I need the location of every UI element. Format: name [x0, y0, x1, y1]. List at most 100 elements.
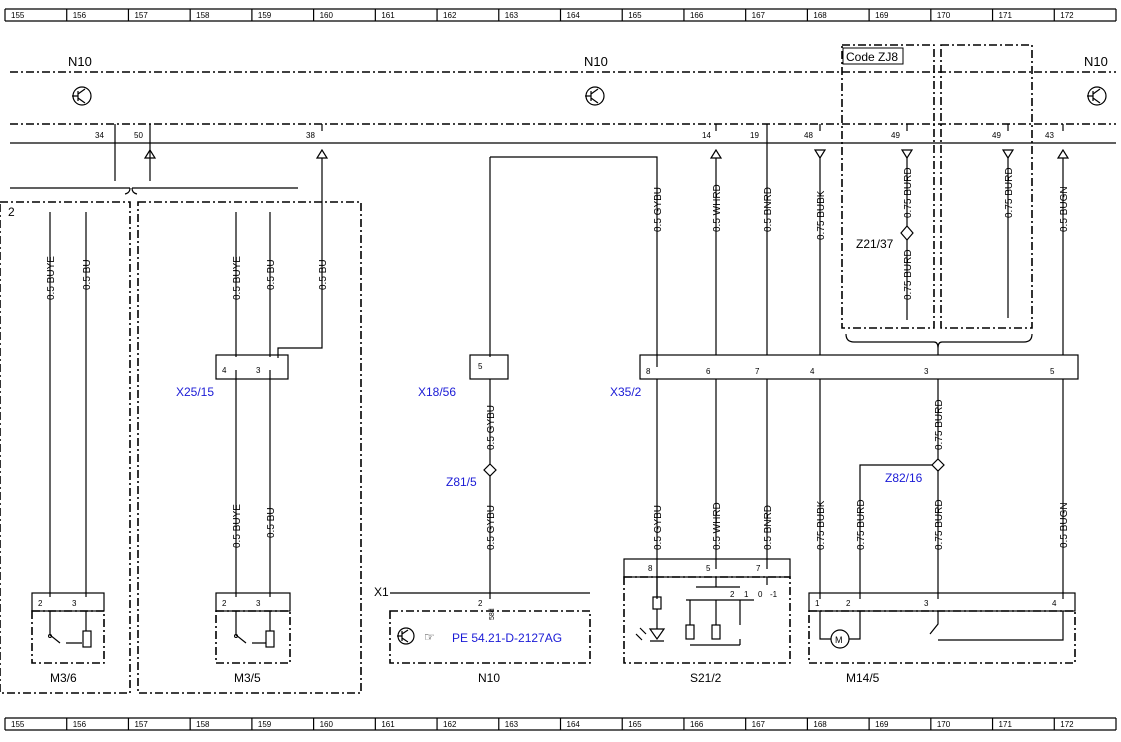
grid-number: 160 [320, 720, 334, 729]
grid-number: 169 [875, 720, 889, 729]
grid-number: 170 [937, 720, 951, 729]
connector-pin: 7 [755, 367, 760, 376]
bus-pin: 19 [750, 131, 759, 140]
control-unit-icon [585, 86, 605, 106]
component-pin: 3 [924, 599, 929, 608]
switch-position: -1 [770, 590, 778, 599]
wire-label: 0.5 BU [82, 259, 93, 290]
grid-number: 156 [73, 11, 87, 20]
connector-pin: 4 [222, 366, 227, 375]
z82-label: Z82/16 [885, 471, 923, 485]
grid-number: 158 [196, 11, 210, 20]
connector-pin: 8 [646, 367, 651, 376]
x35-connector [639, 354, 1079, 380]
wire-label: 0.75 BUBK [816, 500, 827, 550]
x35-label: X35/2 [610, 385, 642, 399]
bus-pin-stubs [114, 124, 1064, 131]
control-unit-icon [72, 86, 92, 106]
pointing-hand-icon: ☞ [424, 630, 435, 644]
grid-number: 172 [1060, 720, 1074, 729]
component-pin: 2 [478, 599, 483, 608]
grid-number: 166 [690, 11, 704, 20]
left-edge-label: 2 [8, 205, 15, 219]
wire-label: 0.5 GYBU [486, 405, 497, 450]
grid-number: 157 [134, 11, 148, 20]
x18-label: X18/56 [418, 385, 456, 399]
bus-pin: 34 [95, 131, 104, 140]
grid-number: 157 [134, 720, 148, 729]
bus-pin: 49 [891, 131, 900, 140]
component-pin: 2 [846, 599, 851, 608]
grid-number: 165 [628, 720, 642, 729]
x25-label: X25/15 [176, 385, 214, 399]
grid-number: 155 [11, 720, 25, 729]
s21-2-switch: 8 5 7 2 1 0 -1 [623, 558, 791, 664]
component-pin: 7 [756, 564, 761, 573]
grid-number: 167 [752, 11, 766, 20]
n10-bottom-label: N10 [478, 671, 500, 685]
connector-pin: 3 [256, 366, 261, 375]
component-pin: 58d [489, 608, 496, 620]
wire-label: 0.5 BNRD [763, 187, 774, 232]
wire-label: 0.75 BUBK [816, 190, 827, 240]
connector-pin: 3 [924, 367, 929, 376]
wire-label: 0.5 GYBU [653, 505, 664, 550]
signal-direction-markers [143, 148, 1070, 160]
wire-label: 0.5 BU [266, 259, 277, 290]
n10-label-right: N10 [1084, 54, 1108, 69]
component-pin: 2 [38, 599, 43, 608]
switch-position: 2 [730, 590, 735, 599]
wire-label: 0.75 BURD [903, 249, 914, 300]
component-pin: 1 [815, 599, 820, 608]
wire-label: 0.5 BUYE [232, 256, 243, 300]
grid-number: 170 [937, 11, 951, 20]
component-pin: 8 [648, 564, 653, 573]
wire-label: 0.75 BURD [934, 499, 945, 550]
wire-label: 0.5 GYBU [653, 187, 664, 232]
wire-label: 0.5 WHRD [712, 184, 723, 232]
wire-label: 0.5 BUYE [46, 256, 57, 300]
component-pin: 3 [72, 599, 77, 608]
bus-pin: 49 [992, 131, 1001, 140]
grid-number: 159 [258, 11, 272, 20]
s21-2-label: S21/2 [690, 671, 722, 685]
component-pin: 2 [222, 599, 227, 608]
grid-number: 158 [196, 720, 210, 729]
bus-pin: 38 [306, 131, 315, 140]
grid-number: 164 [567, 720, 581, 729]
grid-number: 163 [505, 11, 519, 20]
grid-number: 167 [752, 720, 766, 729]
m14-5-label: M14/5 [846, 671, 880, 685]
x25-connector [215, 354, 289, 380]
motor-symbol: M [835, 635, 843, 645]
z21-label: Z21/37 [856, 237, 894, 251]
grid-number: 171 [999, 720, 1013, 729]
x18-connector [469, 354, 509, 380]
wire-label: 0.5 BUYE [232, 504, 243, 548]
z81-label: Z81/5 [446, 475, 477, 489]
grid-number: 163 [505, 720, 519, 729]
wire-label: 0.75 BURD [934, 399, 945, 450]
wire-label: 0.5 BNRD [763, 505, 774, 550]
x1-label: X1 [374, 585, 389, 599]
grid-number: 165 [628, 11, 642, 20]
m3-5-label: M3/5 [234, 671, 261, 685]
reference-link[interactable]: PE 54.21-D-2127AG [452, 631, 562, 645]
switch-position: 0 [758, 590, 763, 599]
wire-label: 0.5 WHRD [712, 502, 723, 550]
grid-number: 161 [381, 720, 395, 729]
grid-number: 155 [11, 11, 25, 20]
grid-number: 164 [567, 11, 581, 20]
n10-bottom-box [389, 610, 591, 664]
wire-label: 0.5 BUGN [1059, 186, 1070, 232]
wire-label: 0.5 BUGN [1059, 502, 1070, 548]
connector-pin: 6 [706, 367, 711, 376]
code-label: Code ZJ8 [846, 50, 898, 64]
bus-pin: 43 [1045, 131, 1054, 140]
code-zj8-box [841, 44, 935, 329]
wire-label: 0.75 BURD [903, 167, 914, 218]
grid-number: 166 [690, 720, 704, 729]
bus-pin: 48 [804, 131, 813, 140]
